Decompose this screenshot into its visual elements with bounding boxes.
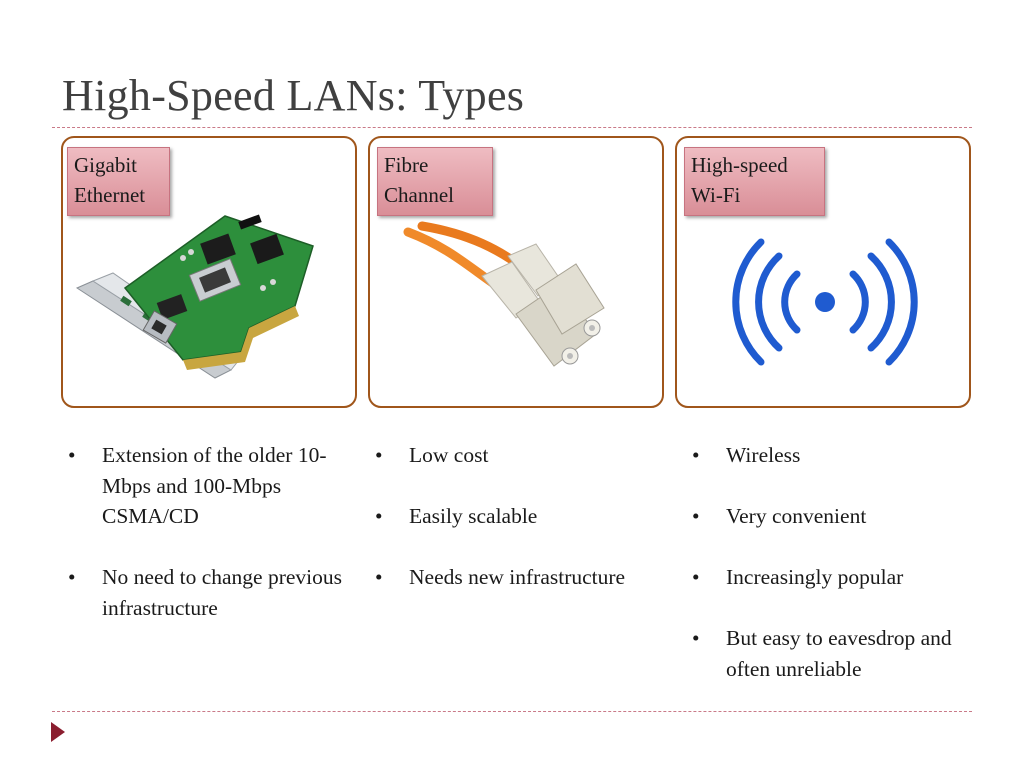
list-item: •Extension of the older 10-Mbps and 100-… — [68, 443, 327, 528]
list-item: •No need to change previous infrastructu… — [68, 565, 343, 620]
top-divider — [52, 127, 972, 128]
fiber-optic-cable-icon — [403, 221, 605, 367]
list-item: •Low cost — [375, 443, 489, 467]
list-item: •Needs new infrastructure — [375, 565, 626, 589]
bullet-list-high-speed-wifi: •Wireless •Very convenient •Increasingly… — [690, 440, 970, 715]
card-label-high-speed-wifi: High-speed Wi-Fi — [684, 147, 825, 216]
slide-title: High-Speed LANs: Types — [62, 71, 525, 120]
network-card-icon — [75, 214, 314, 379]
list-item: •Wireless — [692, 443, 801, 467]
card-label-fibre-channel: Fibre Channel — [377, 147, 493, 216]
card-high-speed-wifi: High-speed Wi-Fi — [675, 136, 971, 408]
bullet-list-fibre-channel: •Low cost •Easily scalable •Needs new in… — [373, 440, 653, 623]
card-label-gigabit-ethernet: Gigabit Ethernet — [67, 147, 170, 216]
wifi-signal-icon — [732, 238, 918, 366]
list-item: •But easy to eavesdrop and often unrelia… — [692, 626, 952, 681]
card-gigabit-ethernet: Gigabit Ethernet — [61, 136, 357, 408]
bullet-list-gigabit-ethernet: •Extension of the older 10-Mbps and 100-… — [66, 440, 346, 654]
list-item: •Increasingly popular — [692, 565, 904, 589]
card-fibre-channel: Fibre Channel — [368, 136, 664, 408]
bottom-divider — [52, 711, 972, 712]
triangle-arrow-icon — [51, 722, 65, 742]
list-item: •Easily scalable — [375, 504, 538, 528]
list-item: •Very convenient — [692, 504, 867, 528]
